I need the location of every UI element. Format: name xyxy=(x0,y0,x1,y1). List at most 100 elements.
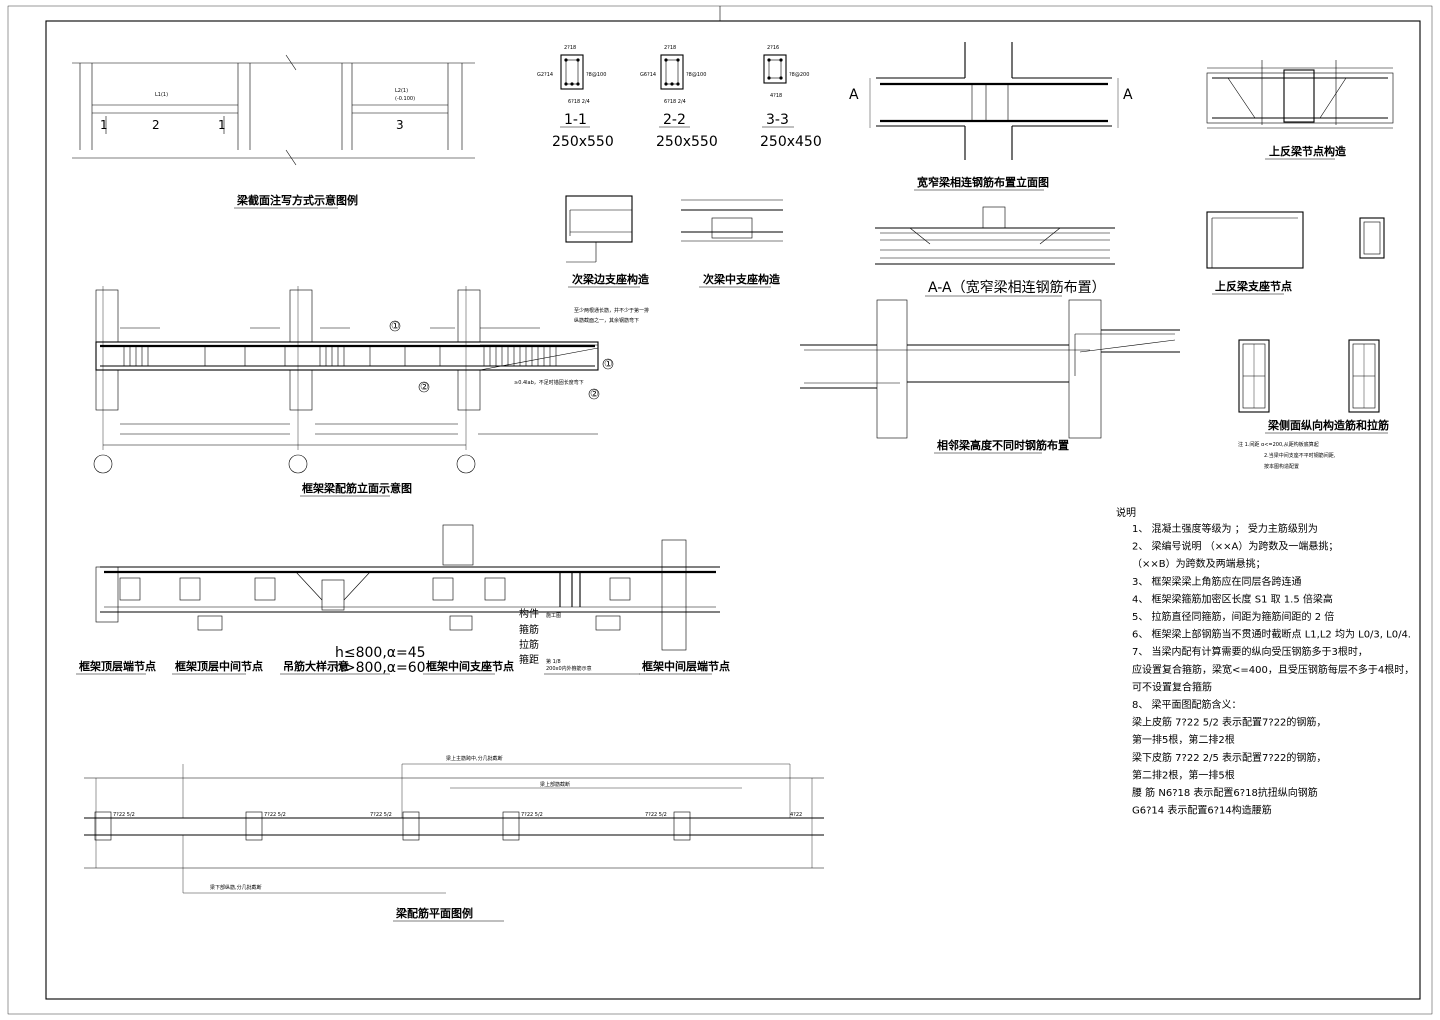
note-line: 3、 框架梁梁上角筋应在同层各跨连通 xyxy=(1132,575,1302,588)
stirrup-row-4-val: 第 1/8 xyxy=(546,658,561,665)
svg-text:(-0.100): (-0.100) xyxy=(395,96,415,102)
rebar-dot xyxy=(767,58,771,62)
rebar-dot xyxy=(779,76,783,80)
section-2-top: 2?18 xyxy=(664,45,676,51)
note-line: 7、 当梁内配有计算需要的纵向受压钢筋多于3根时， xyxy=(1132,645,1368,658)
rebar-dot xyxy=(779,58,783,62)
title-side-bars: 梁侧面纵向构造筋和拉筋 xyxy=(1267,418,1389,432)
note-line: 梁下皮筋 7?22 2/5 表示配置7?22的钢筋， xyxy=(1132,751,1326,764)
svg-text:L1(1): L1(1) xyxy=(155,92,168,98)
section-1-bottom: 6?18 2/4 xyxy=(568,99,590,105)
stirrup-row-4-key: 箍距 xyxy=(519,653,539,666)
beam-cross-sections: 2?18 6?18 2/4 G2?14 ?8@100 1-1 250x550 2… xyxy=(537,45,822,150)
title-secondary-mid-support: 次梁中支座构造 xyxy=(703,272,781,286)
cut-label-1a: 1 xyxy=(100,118,108,132)
plan-dim-5: 7?22 5/2 xyxy=(645,812,667,818)
note-line: 应设置复合箍筋，梁宽<=400，且受压钢筋每层不多于4根时， xyxy=(1132,663,1414,676)
title-adjacent-height-diff: 相邻梁高度不同时钢筋布置 xyxy=(937,438,1069,452)
rebar-dot xyxy=(564,82,568,86)
cut-label-3: 3 xyxy=(396,118,404,132)
note-line: （××B）为跨数及两端悬挑； xyxy=(1132,557,1266,570)
section-2-label: 2-2 xyxy=(663,112,686,128)
section-1-size: 250x550 xyxy=(552,134,614,150)
svg-text:L2(1): L2(1) xyxy=(395,88,408,94)
plan-note-a: 梁上主筋跨中,分几批截断 xyxy=(446,755,503,762)
section-3-size: 250x450 xyxy=(760,134,822,150)
title-mid-support-node: 框架中间支座节点 xyxy=(426,659,514,673)
section-2-size: 250x550 xyxy=(656,134,718,150)
plan-note-b: 梁下部纵筋,分几批截断 xyxy=(210,884,262,891)
wide-narrow-beam-elevation: A A 宽窄梁相连钢筋布置立面图 xyxy=(849,42,1133,191)
rebar-dot xyxy=(664,82,668,86)
beam-section-notation-diagram: L1(1) L2(1) (-0.100) 1 2 1 3 梁截面注写方式示意图例 xyxy=(72,54,475,209)
marker-circle-1a: ① xyxy=(391,321,400,332)
section-3-right: ?8@200 xyxy=(789,72,809,78)
section-3-top: 2?16 xyxy=(767,45,779,51)
section-marker-a-right: A xyxy=(1123,87,1133,103)
plan-dim-2: 7?22 5/2 xyxy=(264,812,286,818)
title-upturned-support: 上反梁支座节点 xyxy=(1215,279,1292,293)
marker-circle-1b: ① xyxy=(604,359,613,370)
note-line: 梁上皮筋 7?22 5/2 表示配置7?22的钢筋， xyxy=(1132,716,1326,729)
marker-circle-2a: ② xyxy=(420,382,429,393)
hanger-rule-2: h>800,α=60 xyxy=(335,660,426,676)
upturned-support-node: 上反梁支座节点 xyxy=(1206,211,1385,295)
title-hanger-bar: 吊筋大样示意 xyxy=(283,659,349,673)
note-line: 8、 梁平面图配筋含义： xyxy=(1132,698,1242,711)
note-line: 4、 框架梁箍筋加密区长度 S1 取 1.5 倍梁高 xyxy=(1132,592,1333,605)
plan-dim-6: 4?22 xyxy=(790,812,802,818)
marker-circle-2b: ② xyxy=(590,389,599,400)
notes-heading: 说明 xyxy=(1116,506,1136,519)
rebar-dot xyxy=(570,82,574,86)
stirrup-row-1-key: 构件 xyxy=(519,607,539,620)
section-1-top: 2?18 xyxy=(564,45,576,51)
title-mid-end-node: 框架中间层端节点 xyxy=(642,659,730,673)
frame-node-details: 框架顶层端节点 框架顶层中间节点 吊筋大样示意 h≤800,α=45 h>800… xyxy=(76,524,730,676)
section-3-label: 3-3 xyxy=(766,112,789,128)
cut-label-1b: 1 xyxy=(218,118,226,132)
title-wide-narrow-elevation: 宽窄梁相连钢筋布置立面图 xyxy=(916,175,1049,189)
plan-dim-3: 7?22 5/2 xyxy=(370,812,392,818)
section-3-bottom: 4?18 xyxy=(770,93,782,99)
section-2-outline xyxy=(660,54,684,90)
note-line: 5、 拉筋直径同箍筋，间距为箍筋间距的 2 倍 xyxy=(1132,610,1334,623)
note-line: G6?14 表示配置6?14构造腰筋 xyxy=(1132,804,1272,817)
title-beam-section-notation: 梁截面注写方式示意图例 xyxy=(236,193,358,207)
section-1-outline xyxy=(560,54,584,90)
stirrup-table: 构件 施工图 箍筋 拉筋 箍距 第 1/8 xyxy=(519,607,561,666)
frame-beam-elevation: ① ① ② ② 至少两根通长筋，并不少于第一排 纵筋截面之一，其余钢筋弯下 ≥0… xyxy=(93,286,649,497)
plan-note-c: 梁上部筋截断 xyxy=(540,781,570,788)
section-3-outline xyxy=(763,54,787,84)
title-top-mid-node: 框架顶层中间节点 xyxy=(175,659,263,673)
note-line: 第二排2根，第一排5根 xyxy=(1132,768,1235,781)
section-1-label: 1-1 xyxy=(564,112,587,128)
rebar-dot xyxy=(676,58,680,62)
title-stirrup-detail: 200x0内外箍筋示意 xyxy=(546,665,592,672)
upturned-beam-node: 上反梁节点构造 xyxy=(1206,60,1394,160)
beam-plan-legend: 梁上主筋跨中,分几批截断 梁下部纵筋,分几批截断 梁上部筋截断 7?22 5/2… xyxy=(84,755,824,922)
note-line: 第一排5根，第二排2根 xyxy=(1132,733,1235,746)
rebar-dot xyxy=(664,58,668,62)
note-line: 6、 框架梁上部钢筋当不贯通时截断点 L1,L2 均为 L0/3, L0/4. xyxy=(1132,628,1411,641)
title-plan-legend: 梁配筋平面图例 xyxy=(395,906,473,920)
adjacent-beam-height-diff: 相邻梁高度不同时钢筋布置 xyxy=(800,299,1180,454)
stirrup-row-2-key: 箍筋 xyxy=(519,623,539,636)
note-line: 2、 梁编号说明 （××A）为跨数及一端悬挑； xyxy=(1132,540,1338,553)
side-bars-note-3: 按本图构造配置 xyxy=(1264,463,1299,470)
side-bars-note-1: 注 1.间距 α<=200,从距构板底算起 xyxy=(1238,441,1319,448)
plan-dim-4: 7?22 5/2 xyxy=(521,812,543,818)
note-elevation-2: 纵筋截面之一，其余钢筋弯下 xyxy=(574,317,639,324)
note-line: 可不设置复合箍筋 xyxy=(1132,680,1212,693)
title-frame-beam-elevation: 框架梁配筋立面示意图 xyxy=(302,481,412,495)
title-top-end-node: 框架顶层端节点 xyxy=(79,659,156,673)
plan-dim-1: 7?22 5/2 xyxy=(113,812,135,818)
inner-frame xyxy=(45,20,1421,1000)
note-line: 1、 混凝土强度等级为 ； 受力主筋级别为 xyxy=(1132,522,1318,535)
side-bars-note-2: 2.当梁中间支座不平时钢筋间距, xyxy=(1264,452,1336,459)
section-2-bottom: 6?18 2/4 xyxy=(664,99,686,105)
rebar-dot xyxy=(767,76,771,80)
hanger-rule-1: h≤800,α=45 xyxy=(335,645,426,661)
aa-section-drawing: A-A（宽窄梁相连钢筋布置） xyxy=(875,206,1115,297)
rebar-dot xyxy=(576,58,580,62)
section-2-right: ?8@100 xyxy=(686,72,706,78)
